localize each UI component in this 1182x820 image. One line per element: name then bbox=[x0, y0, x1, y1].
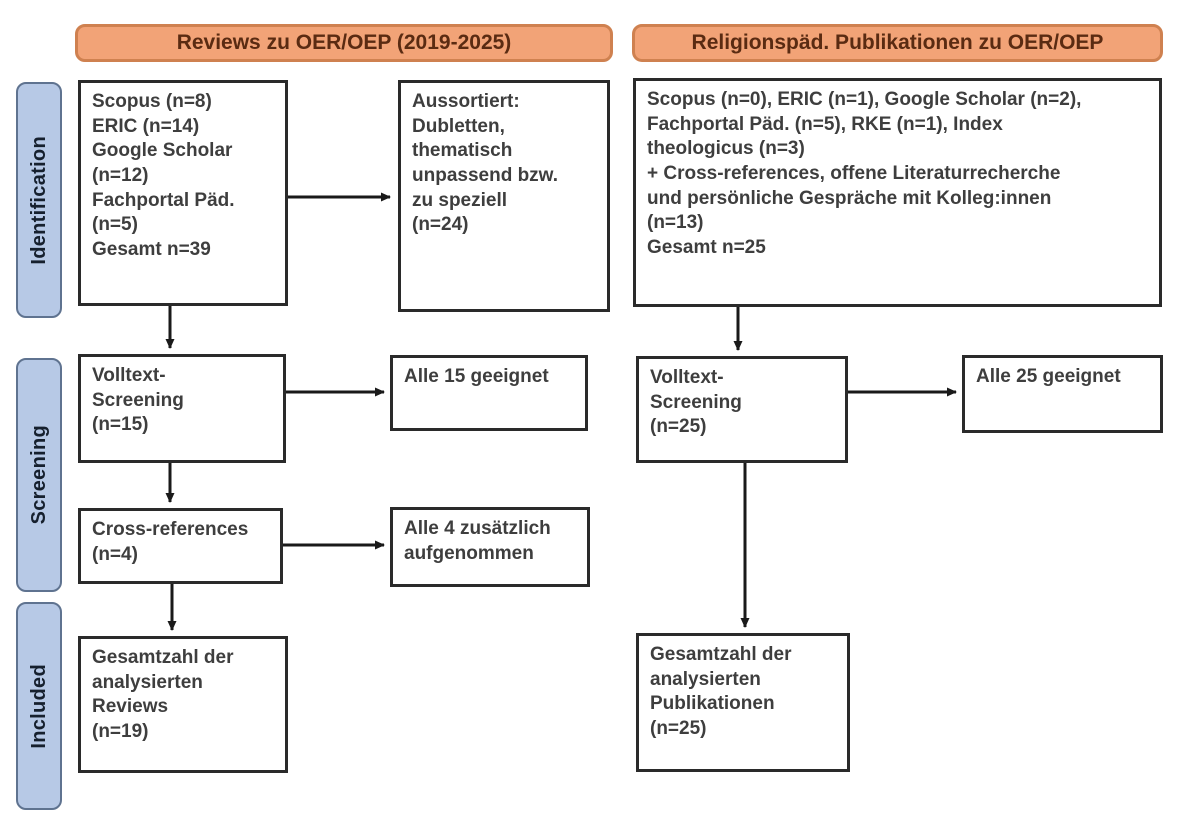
stage-label-screening-text: Screening bbox=[27, 425, 50, 525]
stage-label-identification-text: Identification bbox=[27, 135, 50, 265]
stage-label-screening: Screening bbox=[16, 358, 62, 592]
box-left-cross-references-result: Alle 4 zusätzlich aufgenommen bbox=[390, 507, 590, 587]
box-left-total: Gesamtzahl der analysierten Reviews (n=1… bbox=[78, 636, 288, 773]
column-header-reviews: Reviews zu OER/OEP (2019-2025) bbox=[75, 24, 613, 62]
box-left-sources: Scopus (n=8) ERIC (n=14) Google Scholar … bbox=[78, 80, 288, 306]
stage-label-included-text: Included bbox=[27, 663, 50, 749]
stage-label-included: Included bbox=[16, 602, 62, 810]
box-right-total: Gesamtzahl der analysierten Publikatione… bbox=[636, 633, 850, 772]
box-right-screening-result: Alle 25 geeignet bbox=[962, 355, 1163, 433]
box-right-sources: Scopus (n=0), ERIC (n=1), Google Scholar… bbox=[633, 78, 1162, 307]
box-left-fulltext-screening: Volltext- Screening (n=15) bbox=[78, 354, 286, 463]
column-header-religionspaed: Religionspäd. Publikationen zu OER/OEP bbox=[632, 24, 1163, 62]
box-left-excluded: Aussortiert: Dubletten, thematisch unpas… bbox=[398, 80, 610, 312]
stage-label-identification: Identification bbox=[16, 82, 62, 318]
box-right-fulltext-screening: Volltext- Screening (n=25) bbox=[636, 356, 848, 463]
box-left-screening-result: Alle 15 geeignet bbox=[390, 355, 588, 431]
box-left-cross-references: Cross-references (n=4) bbox=[78, 508, 283, 584]
